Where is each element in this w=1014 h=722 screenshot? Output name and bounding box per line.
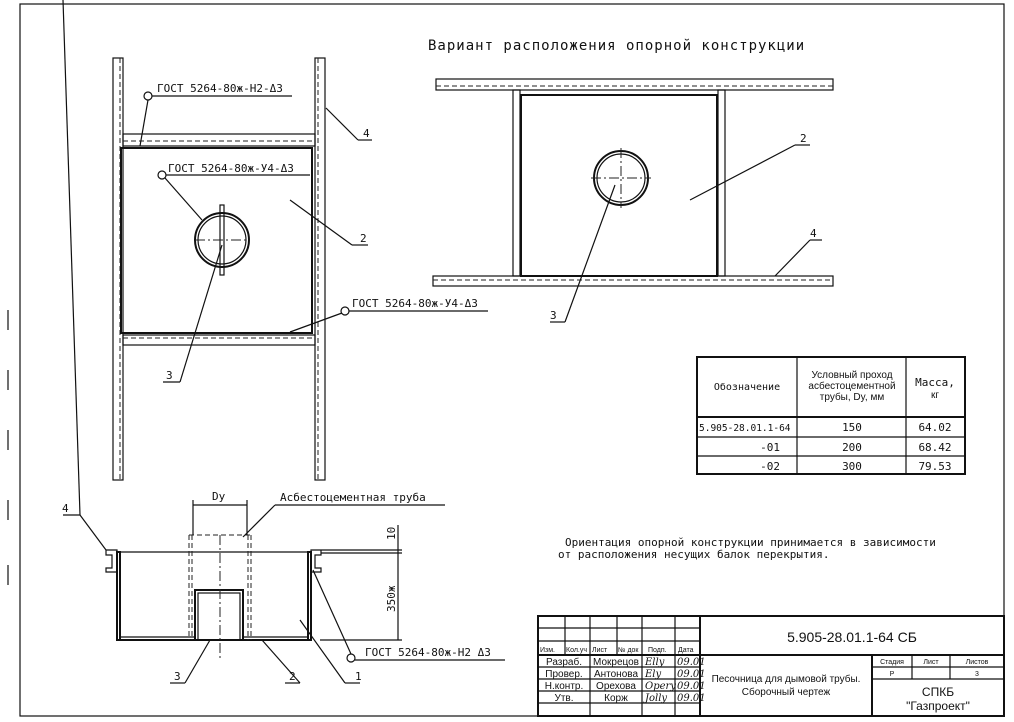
date: 09.01 <box>677 669 706 680</box>
pipe-label: Асбестоцементная труба <box>280 491 426 504</box>
role: Провер. <box>545 669 582 680</box>
table-header-designation: Обозначение <box>714 381 780 393</box>
doc-code: 5.905-28.01.1-64 СБ <box>787 629 917 645</box>
signature: Opery <box>645 681 676 692</box>
col-header-list: Лист <box>592 647 608 654</box>
row-mass: 64.02 <box>918 421 951 434</box>
weld-label-section: ГОСТ 5264-80ж-Н2 Δ3 <box>365 646 491 659</box>
signature: Jolly <box>643 693 667 704</box>
signature: Ely <box>644 669 661 680</box>
date: 09.01 <box>677 693 706 704</box>
row-designation: -01 <box>760 441 780 454</box>
row-mass: 68.42 <box>918 441 951 454</box>
person-name: Корж <box>604 693 628 704</box>
dim-350: 350ж <box>385 585 398 612</box>
table-header-mass-2: кг <box>931 390 939 401</box>
drawing-title-line-1: Песочница для дымовой трубы. <box>712 673 861 685</box>
table-row: -02 300 79.53 <box>760 460 951 473</box>
signature: Elly <box>644 657 665 668</box>
plan-view-right <box>432 78 834 323</box>
dim-dy: Dy <box>212 490 226 503</box>
spec-table <box>696 356 966 475</box>
col-header-sign: Подп. <box>648 647 667 654</box>
position-2-label: 2 <box>360 232 367 245</box>
weld-label-mid: ГОСТ 5264-80ж-У4-Δ3 <box>168 162 294 175</box>
stage-label: Стадия <box>880 659 904 666</box>
row-dy: 200 <box>842 441 862 454</box>
row-designation: 5.905-28.01.1-64 <box>699 423 791 434</box>
weld-label-top: ГОСТ 5264-80ж-Н2-Δ3 <box>157 82 283 95</box>
signature-row: Разраб. Мокрецов Elly 09.01 <box>546 656 706 668</box>
row-mass: 79.53 <box>918 460 951 473</box>
org-line-2: "Газпроект" <box>906 699 970 713</box>
row-dy: 300 <box>842 460 862 473</box>
col-header-doc: № док <box>618 647 639 654</box>
position-2-label-right: 2 <box>800 132 807 145</box>
signature-row: Н.контр. Орехова Opery 09.01 <box>545 681 706 692</box>
plan-view-left <box>112 57 488 481</box>
table-row: -01 200 68.42 <box>760 441 951 454</box>
signature-row: Утв. Корж Jolly 09.01 <box>554 693 705 704</box>
note-line-1: Ориентация опорной конструкции принимает… <box>565 536 936 549</box>
table-header-dy-3: трубы, Dy, мм <box>820 391 885 403</box>
person-name: Орехова <box>596 681 636 692</box>
role: Утв. <box>554 693 573 704</box>
col-header-date: Дата <box>678 647 694 654</box>
table-row: 5.905-28.01.1-64 150 64.02 <box>699 421 952 434</box>
table-header-mass-1: Масса, <box>915 376 955 389</box>
position-3-label-right: 3 <box>550 309 557 322</box>
row-designation: -02 <box>760 460 780 473</box>
section-pos-4: 4 <box>62 502 69 515</box>
org-line-1: СПКБ <box>922 685 954 699</box>
section-pos-1: 1 <box>355 670 362 683</box>
sheets-label: Листов <box>966 659 989 666</box>
section-pos-3: 3 <box>174 670 181 683</box>
role: Н.контр. <box>545 681 584 692</box>
position-4-label-right: 4 <box>810 227 817 240</box>
table-header-dy-2: асбестоцементной <box>808 380 895 392</box>
position-4-label: 4 <box>363 127 370 140</box>
signature-row: Провер. Антонова Ely 09.01 <box>545 669 705 680</box>
section-view <box>62 0 505 684</box>
note-line-2: от расположения несущих балок перекрытия… <box>558 548 830 561</box>
row-dy: 150 <box>842 421 862 434</box>
stage-value: Р <box>890 671 895 678</box>
dim-10: 10 <box>385 527 398 540</box>
person-name: Мокрецов <box>593 657 639 668</box>
section-pos-2: 2 <box>289 670 296 683</box>
role: Разраб. <box>546 656 582 668</box>
sheet-frame <box>19 3 1005 717</box>
col-header-kol: Кол.уч <box>566 647 587 654</box>
col-header-izm: Изм. <box>540 647 555 654</box>
sheets-value: 3 <box>975 671 979 678</box>
sheet-label: Лист <box>923 659 939 666</box>
person-name: Антонова <box>594 669 639 680</box>
title-block <box>537 615 1005 717</box>
weld-label-bottom: ГОСТ 5264-80ж-У4-Δ3 <box>352 297 478 310</box>
variant-title: Вариант расположения опорной конструкции <box>428 38 805 54</box>
drawing-title-line-2: Сборочный чертеж <box>742 686 831 698</box>
date: 09.01 <box>677 657 706 668</box>
position-3-label: 3 <box>166 369 173 382</box>
table-header-dy-1: Условный проход <box>811 370 892 381</box>
date: 09.01 <box>677 681 706 692</box>
